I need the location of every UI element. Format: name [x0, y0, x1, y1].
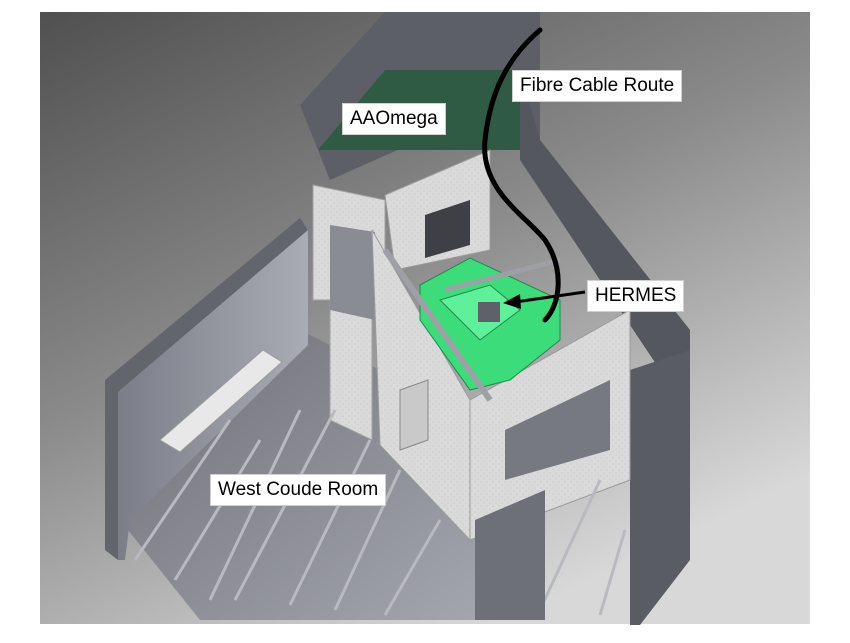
central-beam: [382, 248, 493, 402]
hermes-arrow-line: [514, 290, 586, 304]
fibre-cable: [482, 27, 561, 323]
west-coude-room-label: West Coude Room: [210, 474, 387, 506]
central-window-front: [505, 380, 610, 480]
front-right-wall: [475, 490, 545, 620]
hermes-label: HERMES: [587, 280, 685, 312]
hermes-optics-block: [478, 302, 500, 322]
central-doorway-back: [425, 200, 470, 258]
fibre-cable-route-label: Fibre Cable Route: [512, 70, 683, 102]
aaomega-label: AAOmega: [342, 103, 446, 135]
electrical-cabinet: [399, 379, 429, 451]
west-room-bench: [159, 349, 283, 453]
hermes-arrow-head: [503, 294, 521, 309]
outer-wall-right: [630, 350, 690, 625]
doorway-left: [330, 225, 375, 320]
central-beam-2: [444, 257, 561, 293]
